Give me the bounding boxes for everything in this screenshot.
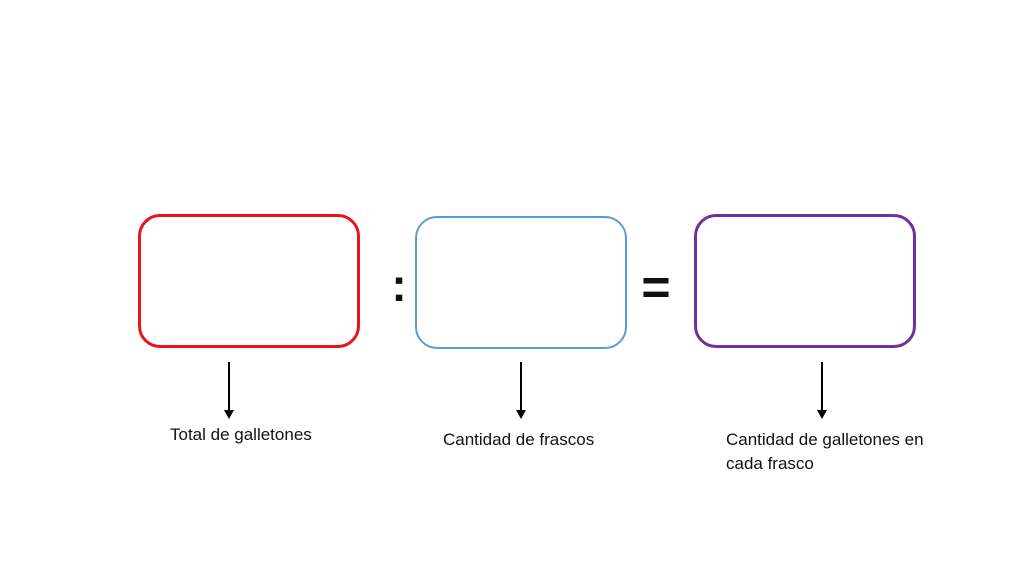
divisor-arrow-down-icon: [515, 362, 527, 420]
divisor-label: Cantidad de frascos: [443, 430, 595, 449]
division-operator: :: [391, 259, 407, 311]
dividend-label: Total de galletones: [170, 425, 312, 444]
quotient-box: [694, 214, 916, 348]
divisor-box: [415, 216, 627, 349]
equals-operator: =: [641, 259, 671, 315]
dividend-box: [138, 214, 360, 348]
quotient-label: Cantidad de galletones en cada frasco: [726, 430, 924, 473]
quotient-arrow-down-icon: [816, 362, 828, 420]
dividend-arrow-down-icon: [223, 362, 235, 420]
